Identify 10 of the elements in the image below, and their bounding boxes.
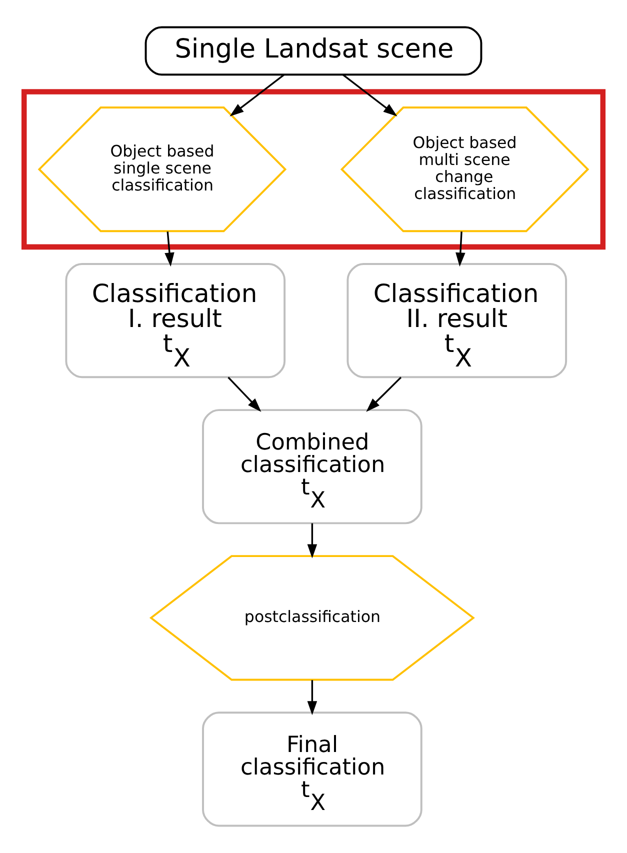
arrow [307, 680, 318, 716]
arrow [164, 231, 174, 267]
arrow [456, 232, 466, 267]
arrow [228, 376, 262, 412]
arrow [230, 74, 284, 116]
arrow [342, 74, 398, 116]
node-box: Single Landsat scene [144, 26, 482, 76]
arrow [366, 376, 402, 412]
arrow [307, 523, 318, 558]
cluster [21, 89, 606, 250]
